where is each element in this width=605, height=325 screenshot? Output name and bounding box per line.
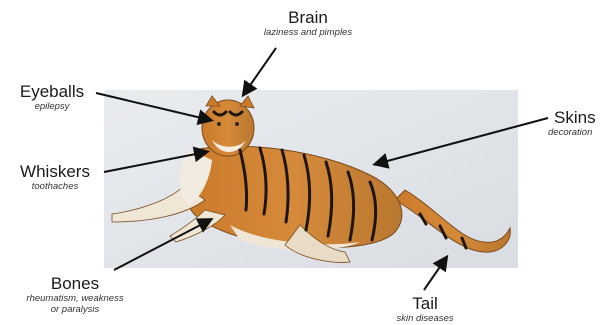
label-bones-title: Bones: [0, 274, 150, 293]
label-brain: Brain laziness and pimples: [238, 8, 378, 38]
label-tail-title: Tail: [370, 294, 480, 313]
label-eyeballs-title: Eyeballs: [4, 82, 100, 101]
label-eyeballs: Eyeballs epilepsy: [4, 82, 100, 112]
label-brain-title: Brain: [238, 8, 378, 27]
label-tail-subtitle: skin diseases: [370, 313, 480, 324]
label-whiskers-title: Whiskers: [2, 162, 108, 181]
label-skins: Skins decoration: [540, 108, 605, 138]
label-eyeballs-subtitle: epilepsy: [4, 101, 100, 112]
label-tail: Tail skin diseases: [370, 294, 480, 324]
label-brain-subtitle: laziness and pimples: [238, 27, 378, 38]
label-whiskers-subtitle: toothaches: [2, 181, 108, 192]
label-whiskers: Whiskers toothaches: [2, 162, 108, 192]
label-bones-subtitle-1: rheumatism, weakness: [0, 293, 150, 304]
label-bones-subtitle-2: or paralysis: [0, 304, 150, 315]
arrow-brain: [244, 48, 276, 94]
label-skins-title: Skins: [554, 108, 605, 127]
label-bones: Bones rheumatism, weakness or paralysis: [0, 274, 150, 315]
label-skins-subtitle: decoration: [548, 127, 605, 138]
